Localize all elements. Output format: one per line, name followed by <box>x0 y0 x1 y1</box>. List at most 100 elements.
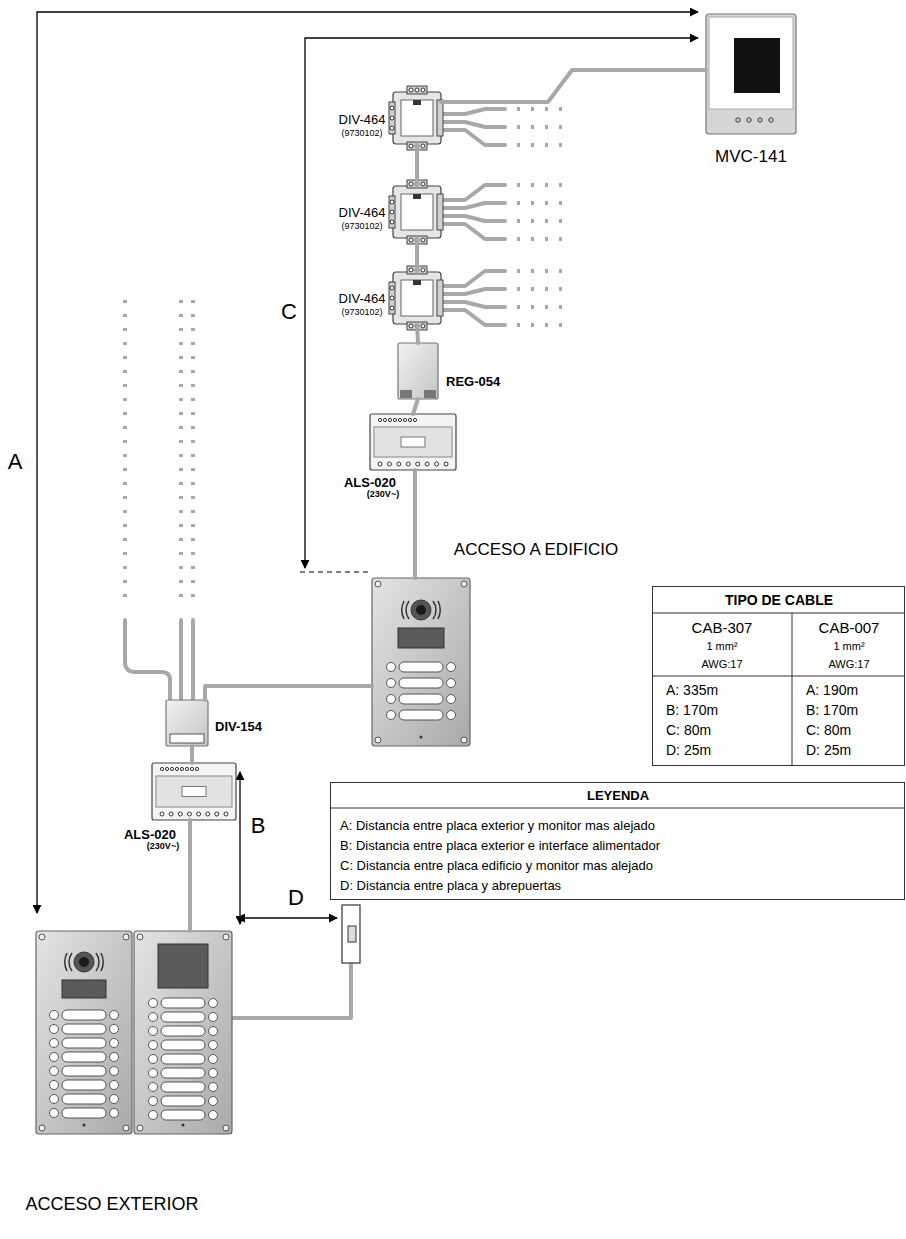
wire-continuation <box>179 300 183 608</box>
device-label: DIV-464 <box>339 113 386 127</box>
wire-connector <box>441 70 706 102</box>
call-button <box>209 1111 218 1120</box>
regulator <box>398 343 438 399</box>
camera-wave <box>69 953 72 971</box>
call-button <box>62 1052 106 1062</box>
cable-table: TIPO DE CABLE <box>652 586 905 766</box>
wire-continuation <box>517 201 563 205</box>
terminal-screw <box>421 144 425 148</box>
device-label: ACCESO EXTERIOR <box>25 1195 198 1215</box>
monitor-key <box>769 118 773 122</box>
call-button <box>387 679 396 688</box>
terminal-screw <box>383 418 386 421</box>
call-button <box>149 1111 158 1120</box>
door-strike-latch <box>348 926 356 942</box>
terminal-screw <box>390 200 394 204</box>
panel-dot <box>182 1124 185 1127</box>
camera-wave <box>101 953 103 971</box>
terminal-screw <box>390 106 394 110</box>
camera-lens <box>416 605 426 615</box>
terminal-screw <box>378 418 381 421</box>
terminal-screw <box>390 286 394 290</box>
wire-continuation <box>517 237 563 241</box>
terminal-screw <box>397 462 401 466</box>
device-label: ALS-020 <box>124 828 176 842</box>
panel-screw <box>39 934 45 940</box>
terminal-block <box>389 282 395 314</box>
table-cell: C: 80m <box>666 723 711 738</box>
call-button <box>62 1010 106 1020</box>
panel-screw <box>123 1125 129 1131</box>
call-button <box>50 1095 59 1104</box>
terminal-screw <box>390 306 394 310</box>
call-button <box>447 679 456 688</box>
terminal-block <box>407 86 427 94</box>
device-label: (9730102) <box>341 308 382 318</box>
call-button <box>62 1038 106 1048</box>
call-button <box>209 1097 218 1106</box>
call-button <box>387 711 396 720</box>
call-button <box>62 1024 106 1034</box>
terminal-screw <box>165 767 168 770</box>
wire <box>441 216 505 221</box>
call-button <box>50 1011 59 1020</box>
panel-screw <box>461 581 467 587</box>
wire <box>125 620 170 700</box>
table-cell: B: 170m <box>806 703 858 718</box>
terminal-screw <box>403 418 406 421</box>
door-strike <box>342 905 360 963</box>
door-panel <box>372 578 470 746</box>
device-label: (230V~) <box>367 490 399 500</box>
terminal-screw <box>393 418 396 421</box>
splitter-face <box>401 100 433 136</box>
call-button <box>149 1069 158 1078</box>
call-button <box>161 1012 205 1022</box>
device-label: (230V~) <box>147 842 179 852</box>
wire <box>441 109 505 114</box>
call-button <box>50 1053 59 1062</box>
terminal-screw <box>160 812 164 816</box>
call-button <box>149 1097 158 1106</box>
device-label: REG-054 <box>446 375 500 389</box>
dimension-c <box>305 38 698 568</box>
dimension-letter: A <box>8 450 23 474</box>
wire <box>441 122 505 127</box>
wire-continuation <box>517 107 563 111</box>
wire-connector <box>190 746 194 763</box>
terminal-screw <box>388 418 391 421</box>
wire-continuation <box>191 300 195 608</box>
wire-continuation <box>517 269 563 273</box>
dimension-c-extension <box>300 572 370 573</box>
wire-connector <box>413 470 417 578</box>
terminal-screw <box>398 418 401 421</box>
terminal-screw <box>390 296 394 300</box>
device: DIV-464(9730102) <box>393 186 441 238</box>
display <box>398 628 444 648</box>
camera-wave <box>65 953 67 971</box>
terminal-screw <box>406 462 410 466</box>
call-button <box>209 1083 218 1092</box>
call-button <box>50 1067 59 1076</box>
legend-entry: A: Distancia entre placa exterior y moni… <box>340 819 655 833</box>
terminal-screw <box>415 88 419 92</box>
terminal-screw <box>185 767 188 770</box>
panel-screw <box>461 737 467 743</box>
table-cell: 1 mm² <box>833 640 864 652</box>
terminal-screw <box>169 812 173 816</box>
table-cell: A: 190m <box>806 683 858 698</box>
wire-connector <box>415 144 419 186</box>
dimension-b <box>239 772 240 924</box>
wire <box>441 185 505 200</box>
device: DIV-464(9730102) <box>393 272 441 324</box>
device: DIV-464(9730102) <box>393 92 441 144</box>
monitor-key <box>758 118 762 122</box>
device: DIV-154 <box>166 700 208 746</box>
monitor-key <box>736 118 740 122</box>
dimension-letter: C <box>281 300 297 324</box>
terminal-screw <box>421 182 425 186</box>
wire <box>441 224 505 239</box>
splitter-face <box>401 280 433 316</box>
wire <box>441 302 505 307</box>
panel-dot <box>420 736 423 739</box>
